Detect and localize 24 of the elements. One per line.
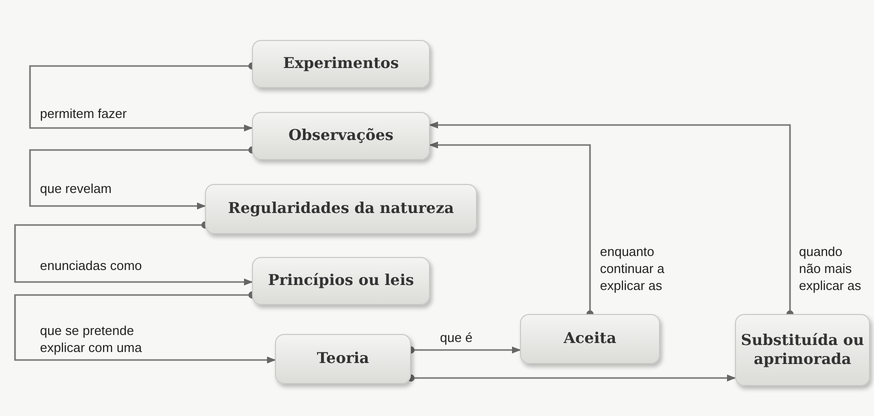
concept-text: Experimentos (283, 54, 399, 74)
concept-box (252, 40, 430, 88)
edge-label: permitem fazer (40, 106, 128, 123)
concept-box (275, 334, 411, 384)
edge-label: que se pretende explicar com uma (40, 323, 143, 357)
concept-text: Princípios ou leis (268, 271, 414, 291)
connector-arrow (14, 291, 276, 364)
concept-box (252, 112, 430, 160)
connector-arrow (14, 221, 253, 286)
concept-text: Observações (288, 126, 394, 146)
edge-label: que revelam (40, 181, 113, 198)
concept-box (735, 314, 870, 386)
concept-box (205, 184, 477, 234)
concept-text: Substituída ou aprimorada (740, 330, 866, 370)
concept-text: Regularidades da natureza (228, 199, 454, 219)
edge-label: que é (440, 330, 474, 347)
edge-label: enunciadas como (40, 258, 143, 275)
concept-box (520, 314, 660, 364)
concept-box (252, 257, 430, 305)
connector-arrow (407, 374, 736, 382)
edge-label: enquanto continuar a explicar as (600, 244, 666, 295)
concept-text: Aceita (564, 329, 616, 349)
concept-text: Teoria (316, 349, 370, 369)
edge-label: quando não mais explicar as (799, 244, 862, 295)
